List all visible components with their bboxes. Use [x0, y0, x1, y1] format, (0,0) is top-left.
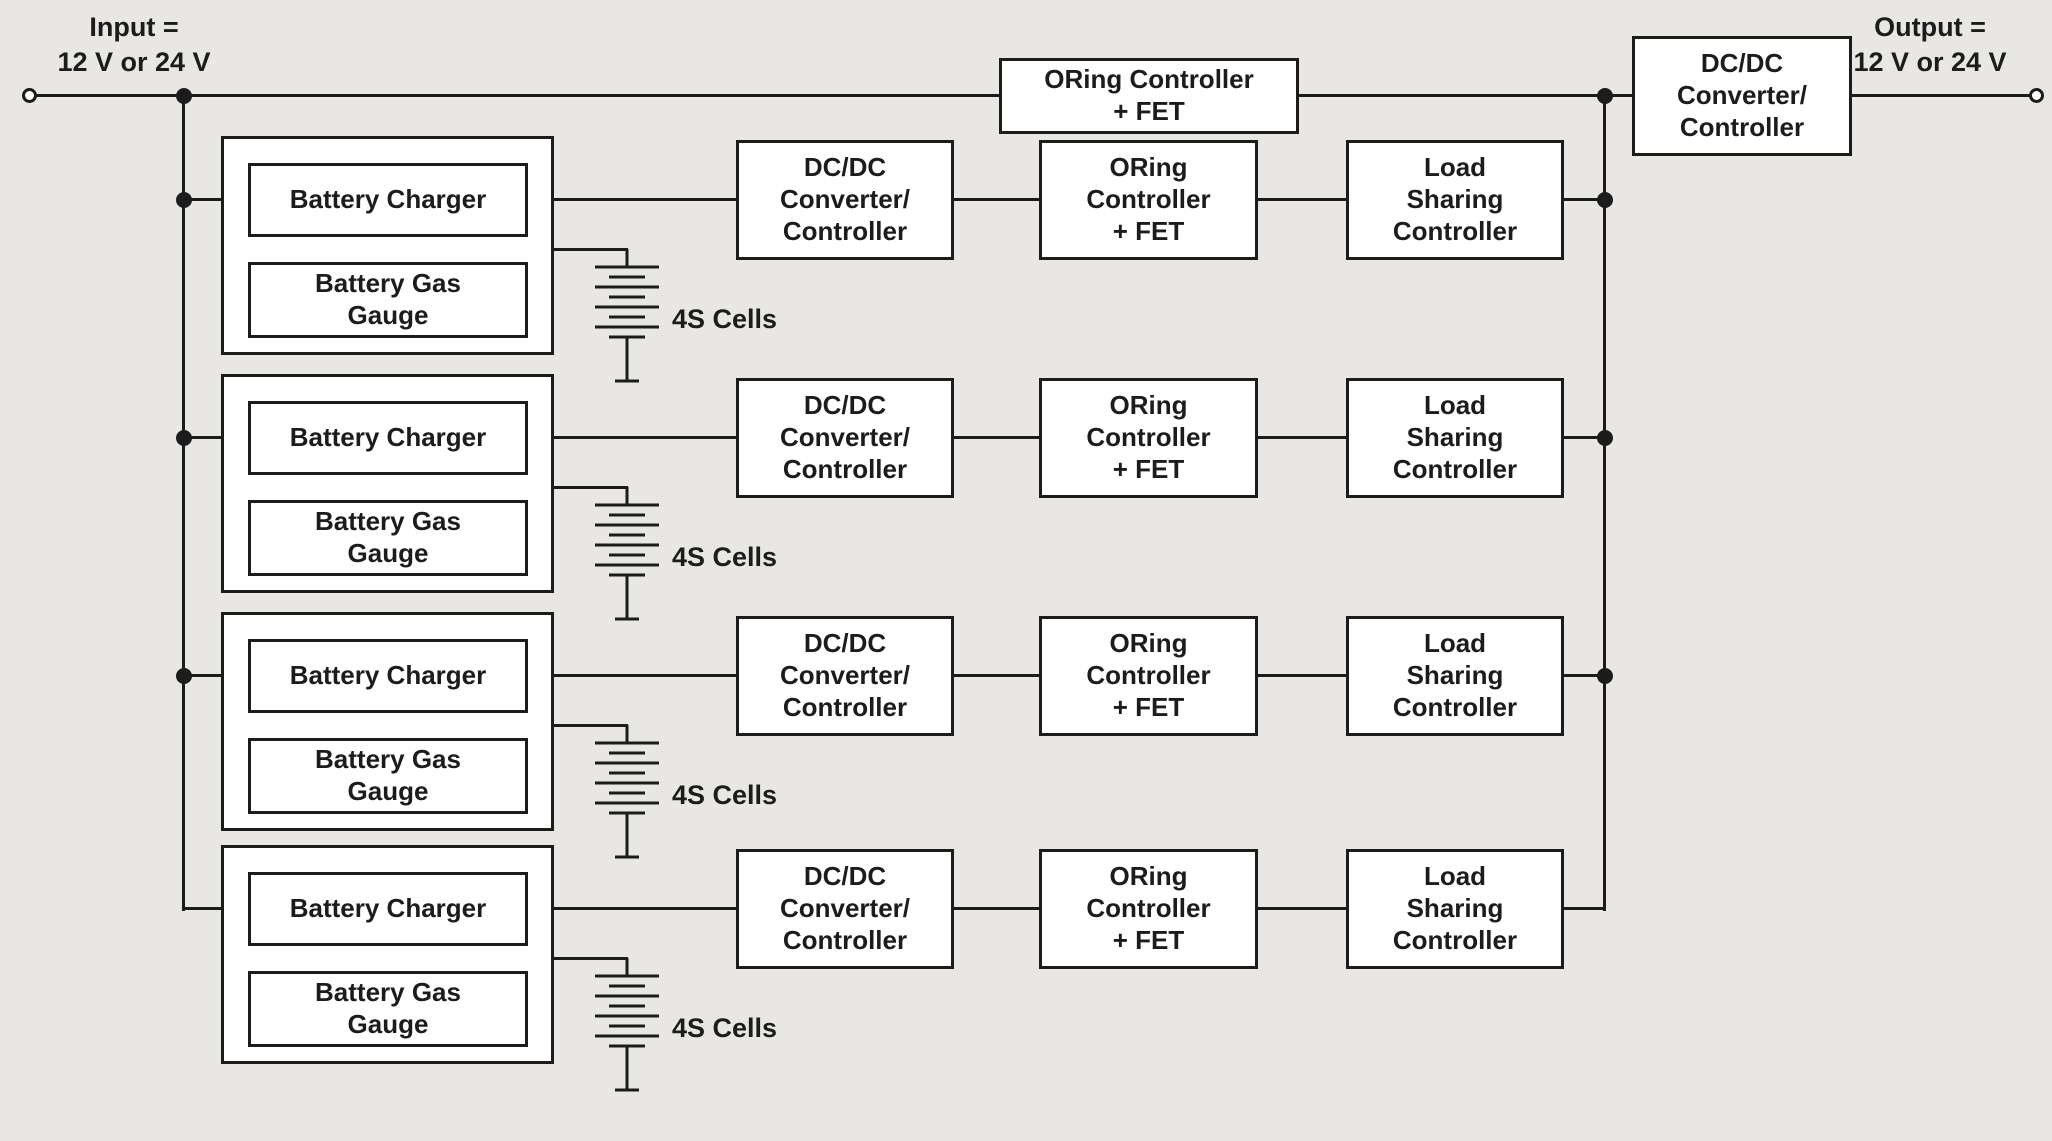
wire-module-to-converter — [554, 907, 736, 910]
wire-converter-to-oring — [954, 436, 1039, 439]
output-dcdc-converter-box: DC/DC Converter/ Controller — [1632, 36, 1852, 156]
battery-module: Battery Charger Battery Gas Gauge — [221, 612, 554, 831]
cells-label: 4S Cells — [672, 1013, 778, 1043]
battery-module: Battery Charger Battery Gas Gauge — [221, 374, 554, 593]
junction-dot — [1597, 88, 1613, 104]
load-sharing-box: Load Sharing Controller — [1346, 616, 1564, 736]
wire-bus-to-module — [182, 907, 221, 910]
top-oring-controller-box: ORing Controller + FET — [999, 58, 1299, 134]
wire-module-to-battery — [554, 248, 628, 251]
wire-oring-to-loadshare — [1258, 907, 1346, 910]
wire-top-oring-to-converter — [1299, 94, 1632, 97]
battery-gas-gauge-box: Battery Gas Gauge — [248, 971, 528, 1047]
battery-gas-gauge-box: Battery Gas Gauge — [248, 500, 528, 576]
wire-converter-to-output — [1852, 94, 2032, 97]
dcdc-converter-box: DC/DC Converter/ Controller — [736, 616, 954, 736]
wire-oring-to-loadshare — [1258, 198, 1346, 201]
wire-oring-to-loadshare — [1258, 674, 1346, 677]
junction-dot — [1597, 192, 1613, 208]
battery-charger-box: Battery Charger — [248, 872, 528, 946]
battery-gas-gauge-box: Battery Gas Gauge — [248, 262, 528, 338]
junction-dot — [176, 88, 192, 104]
cells-label: 4S Cells — [672, 304, 778, 334]
wire-module-to-converter — [554, 436, 736, 439]
wire-loadshare-to-bus — [1564, 436, 1606, 439]
battery-module: Battery Charger Battery Gas Gauge — [221, 136, 554, 355]
load-sharing-box: Load Sharing Controller — [1346, 140, 1564, 260]
cells-label: 4S Cells — [672, 542, 778, 572]
output-terminal — [2029, 88, 2044, 103]
dcdc-converter-box: DC/DC Converter/ Controller — [736, 140, 954, 260]
wire-loadshare-to-bus — [1564, 198, 1606, 201]
oring-controller-box: ORing Controller + FET — [1039, 140, 1258, 260]
wire-module-to-battery — [554, 486, 628, 489]
wire-bus-to-module — [182, 674, 221, 677]
oring-controller-box: ORing Controller + FET — [1039, 849, 1258, 969]
battery-charger-box: Battery Charger — [248, 639, 528, 713]
battery-cells-icon — [595, 487, 659, 621]
wire-converter-to-oring — [954, 674, 1039, 677]
junction-dot — [1597, 430, 1613, 446]
wire-loadshare-to-bus — [1564, 674, 1606, 677]
junction-dot — [176, 192, 192, 208]
oring-controller-box: ORing Controller + FET — [1039, 616, 1258, 736]
wire-module-to-battery — [554, 724, 628, 727]
load-sharing-box: Load Sharing Controller — [1346, 849, 1564, 969]
wire-input-to-top-oring — [29, 94, 999, 97]
junction-dot — [176, 668, 192, 684]
wire-converter-to-oring — [954, 907, 1039, 910]
dcdc-converter-box: DC/DC Converter/ Controller — [736, 849, 954, 969]
wire-module-to-converter — [554, 674, 736, 677]
dcdc-converter-box: DC/DC Converter/ Controller — [736, 378, 954, 498]
wire-bus-to-module — [182, 436, 221, 439]
battery-module: Battery Charger Battery Gas Gauge — [221, 845, 554, 1064]
wire-converter-to-oring — [954, 198, 1039, 201]
input-terminal — [22, 88, 37, 103]
junction-dot — [176, 430, 192, 446]
battery-charger-box: Battery Charger — [248, 163, 528, 237]
input-bus — [182, 94, 185, 911]
battery-cells-icon — [595, 725, 659, 859]
battery-charger-box: Battery Charger — [248, 401, 528, 475]
battery-cells-icon — [595, 249, 659, 383]
wire-bus-to-module — [182, 198, 221, 201]
input-label: Input = 12 V or 24 V — [57, 12, 211, 78]
output-label: Output = 12 V or 24 V — [1853, 12, 2007, 78]
battery-cells-icon — [595, 958, 659, 1092]
cells-label: 4S Cells — [672, 780, 778, 810]
load-sharing-box: Load Sharing Controller — [1346, 378, 1564, 498]
wire-loadshare-to-bus — [1564, 907, 1606, 910]
wire-oring-to-loadshare — [1258, 436, 1346, 439]
wire-module-to-battery — [554, 957, 628, 960]
junction-dot — [1597, 668, 1613, 684]
wire-module-to-converter — [554, 198, 736, 201]
battery-gas-gauge-box: Battery Gas Gauge — [248, 738, 528, 814]
oring-controller-box: ORing Controller + FET — [1039, 378, 1258, 498]
output-bus — [1603, 94, 1606, 911]
